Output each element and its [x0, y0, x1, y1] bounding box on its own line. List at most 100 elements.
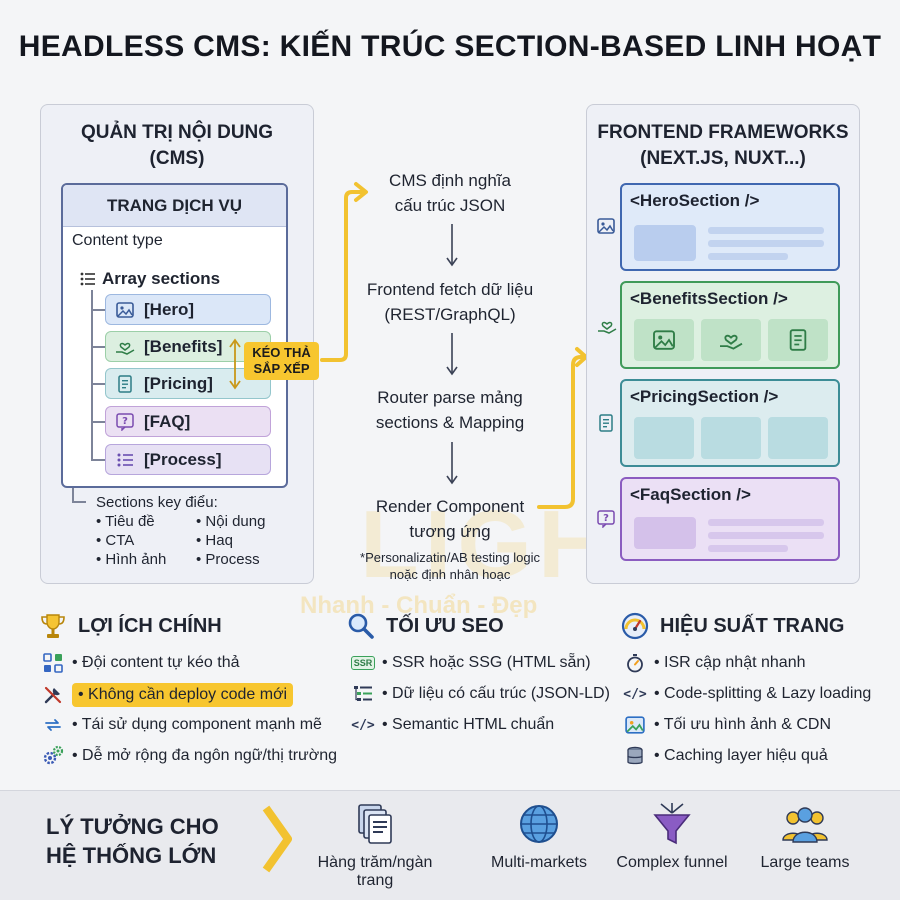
speedometer-icon [620, 611, 650, 641]
component-title: <HeroSection /> [630, 191, 760, 210]
flow-step-3: Router parse mảng sections & Mapping [330, 385, 570, 435]
flow-step-text: Router parse mảng [377, 388, 523, 407]
seo-text: • Semantic HTML chuẩn [382, 716, 555, 733]
section-pricing-label: [Pricing] [144, 373, 213, 393]
section-hero[interactable]: [Hero] [105, 294, 271, 325]
tree-branch [91, 383, 105, 385]
text-placeholder [708, 519, 824, 526]
flow-step-text: tương ứng [409, 522, 491, 541]
flow-step-text: sections & Mapping [375, 413, 525, 432]
flow-step-text: Frontend fetch dữ liệu [366, 280, 534, 299]
section-benefits-label: [Benefits] [144, 336, 223, 356]
key-item: • Nội dung [196, 513, 266, 530]
receipt-icon [598, 414, 614, 437]
hero-image-placeholder [634, 225, 696, 261]
flow-note: *Personalizatin/AB testing logic noặc đị… [330, 549, 570, 583]
drag-badge-line2: SẮP XẾP [253, 361, 310, 376]
tree-trunk [91, 290, 93, 460]
list-icon [114, 450, 136, 470]
performance-text: • Caching layer hiệu quả [654, 747, 828, 764]
cms-heading-line1: QUẢN TRỊ NỘI DUNG [80, 122, 274, 143]
image-icon [114, 300, 136, 320]
page-card-title: TRANG DỊCH VỤ [63, 185, 286, 227]
section-process[interactable]: [Process] [105, 444, 271, 475]
hero-section-component: <HeroSection /> [620, 183, 840, 271]
gears-icon [42, 745, 64, 767]
benefits-title: LỢI ÍCH CHÍNH [78, 614, 222, 637]
benefit-text: • Không cần deploy code mới [72, 683, 294, 707]
tree-branch [91, 346, 105, 348]
flow-note-line: noặc định nhân hoạc [389, 567, 511, 582]
component-title: <FaqSection /> [630, 485, 751, 504]
benefit-item-highlighted: • Không cần deploy code mới [42, 683, 294, 707]
component-title: <PricingSection /> [630, 387, 779, 406]
flow-step-text: Render Component [375, 497, 525, 516]
section-faq-label: [FAQ] [144, 411, 191, 431]
flow-arrow-cms-to-middle [320, 182, 368, 362]
flow-step-text: CMS định nghĩa [389, 171, 511, 190]
performance-item: • Caching layer hiệu quả [624, 745, 828, 767]
ssr-badge-icon: SSR [350, 652, 376, 674]
seo-text: • SSR hoặc SSG (HTML sẵn) [382, 654, 591, 671]
cms-panel-heading: QUẢN TRỊ NỘI DUNG (CMS) [40, 120, 314, 172]
performance-text: • Code-splitting & Lazy loading [654, 685, 872, 702]
text-placeholder [708, 227, 824, 234]
section-faq[interactable]: ? [FAQ] [105, 406, 271, 437]
ideal-title-line: LÝ TƯỞNG CHO [46, 814, 219, 839]
pricing-card-placeholder [768, 417, 828, 459]
receipt-icon [789, 329, 807, 351]
ideal-item-label: Large teams [760, 854, 850, 871]
arrow-down-icon [446, 224, 458, 267]
performance-item: • Tối ưu hình ảnh & CDN [624, 714, 831, 736]
text-placeholder [708, 532, 824, 539]
performance-text: • Tối ưu hình ảnh & CDN [654, 716, 831, 733]
key-item: • Hình ảnh [96, 551, 167, 568]
svg-text:?: ? [122, 416, 128, 427]
receipt-icon [114, 374, 136, 394]
flow-step-2: Frontend fetch dữ liệu (REST/GraphQL) [330, 277, 570, 327]
component-title: <BenefitsSection /> [630, 289, 788, 308]
bottom-banner [0, 790, 900, 900]
seo-item: </> • Semantic HTML chuẩn [351, 714, 555, 736]
array-sections-label: Array sections [102, 269, 221, 288]
cms-heading-line2: (CMS) [149, 148, 205, 169]
key-item: • Process [196, 551, 260, 568]
key-item: • Tiêu đề [96, 513, 155, 530]
question-icon: ? [114, 412, 136, 432]
tree-branch [91, 421, 105, 423]
seo-item: • Dữ liệu có cấu trúc (JSON-LD) [352, 683, 610, 705]
pricing-card-placeholder [634, 417, 694, 459]
drag-reorder-arrow-icon[interactable] [228, 338, 242, 390]
faq-section-component: <FaqSection /> [620, 477, 840, 561]
page-title: HEADLESS CMS: KIẾN TRÚC SECTION-BASED LI… [18, 30, 882, 63]
list-icon [80, 272, 96, 286]
flow-note-line: *Personalizatin/AB testing logic [360, 550, 540, 565]
performance-item: </> • Code-splitting & Lazy loading [623, 683, 872, 705]
benefit-text: • Đội content tự kéo thả [72, 654, 240, 671]
benefits-heading: LỢI ÍCH CHÍNH [38, 611, 222, 641]
ideal-item-label: Multi-markets [490, 854, 587, 871]
benefit-card-image [634, 319, 694, 361]
benefit-card-receipt [768, 319, 828, 361]
key-item: • Haq [196, 532, 233, 549]
image-icon [597, 218, 615, 239]
benefits-section-component: <BenefitsSection /> [620, 281, 840, 369]
image-icon [653, 330, 675, 350]
faq-block-placeholder [634, 517, 696, 549]
section-process-label: [Process] [144, 449, 222, 469]
funnel-icon [610, 800, 734, 848]
pricing-card-placeholder [701, 417, 761, 459]
ideal-item-funnel: Complex funnel [610, 800, 734, 872]
benefit-text: • Dễ mở rộng đa ngôn ngữ/thị trường [72, 747, 338, 764]
benefit-text: • Tái sử dụng component mạnh mẽ [72, 716, 322, 733]
drag-drop-badge: KÉO THẢ SẮP XẾP [244, 342, 319, 380]
array-sections-row: Array sections [80, 269, 220, 289]
section-pricing[interactable]: [Pricing] [105, 368, 271, 399]
seo-text: • Dữ liệu có cấu trúc (JSON-LD) [382, 685, 610, 702]
tree-branch [91, 459, 105, 461]
seo-item: SSR • SSR hoặc SSG (HTML sẵn) [350, 652, 591, 674]
performance-text: • ISR cập nhật nhanh [654, 654, 806, 671]
globe-icon [472, 800, 606, 848]
refresh-icon [42, 714, 64, 736]
image-icon [624, 714, 646, 736]
